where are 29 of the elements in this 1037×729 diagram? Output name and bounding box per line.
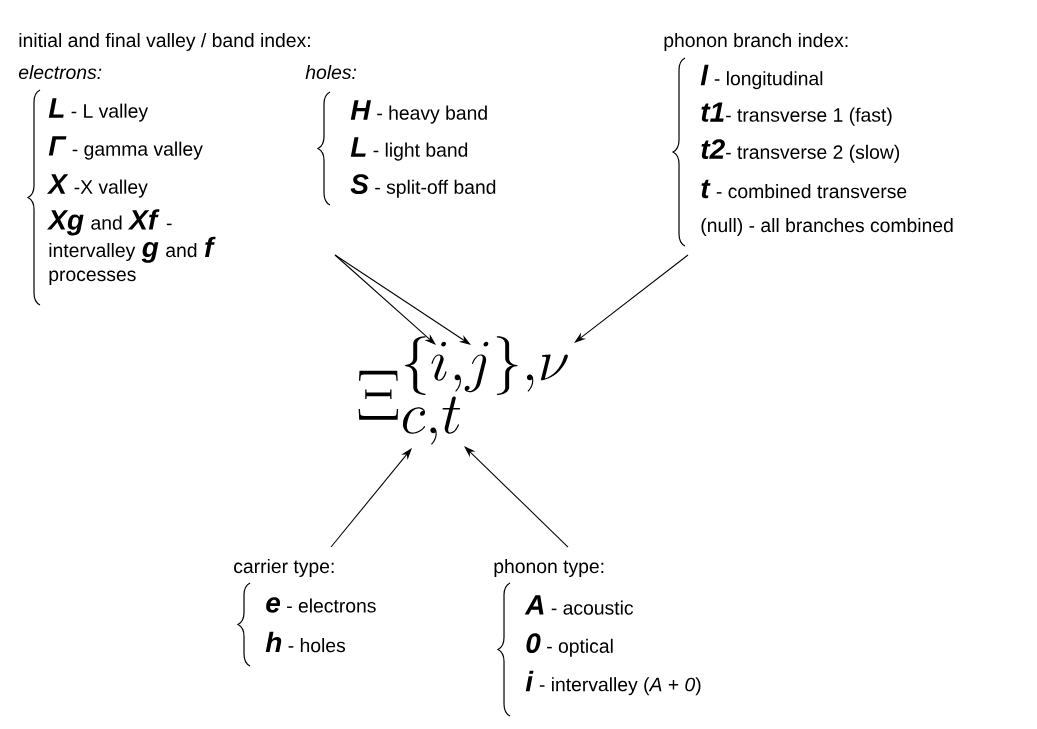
list-item: S - split-off band (350, 174, 496, 198)
list-item: t2- transverse 2 (slow) (701, 139, 900, 163)
arrow (574, 254, 689, 343)
list-item: l - longitudinal (700, 64, 823, 90)
list-item: i - intervalley (A + 0) (525, 670, 701, 696)
list-item: t1- transverse 1 (fast) (701, 102, 892, 126)
list-item: e - electrons (266, 597, 376, 613)
list-item: Γ - gamma valley (48, 136, 203, 160)
list-item: A - acoustic (524, 595, 634, 615)
heading-text: phonon type: (494, 559, 604, 577)
list-item: h - holes (265, 631, 346, 653)
heading-text: phonon branch index: (664, 33, 848, 51)
arrow (330, 448, 412, 548)
list-item: t - combined transverse (701, 179, 907, 199)
subheading: holes: (305, 64, 357, 80)
list-item: Xg and Xf - intervalley g and f processes (47, 209, 216, 285)
arrow (334, 254, 471, 345)
list-item: H - heavy band (350, 100, 487, 124)
list-item: 0 - optical (526, 633, 613, 657)
list-item: L - L valley (48, 98, 149, 122)
heading-text: carrier type: (234, 559, 334, 577)
heading-text: initial and final valley / band index: (19, 33, 310, 51)
list-item: (null) - all branches combined (701, 218, 953, 236)
arrow (334, 254, 436, 345)
list-item: L - light band (350, 137, 468, 161)
arrow (464, 446, 569, 548)
list-item: X -X valley (47, 174, 148, 198)
subheading: electrons: (18, 64, 102, 80)
formula: $\Xi^{\{i,j\},\nu}_{c,t}$ (358, 336, 568, 445)
